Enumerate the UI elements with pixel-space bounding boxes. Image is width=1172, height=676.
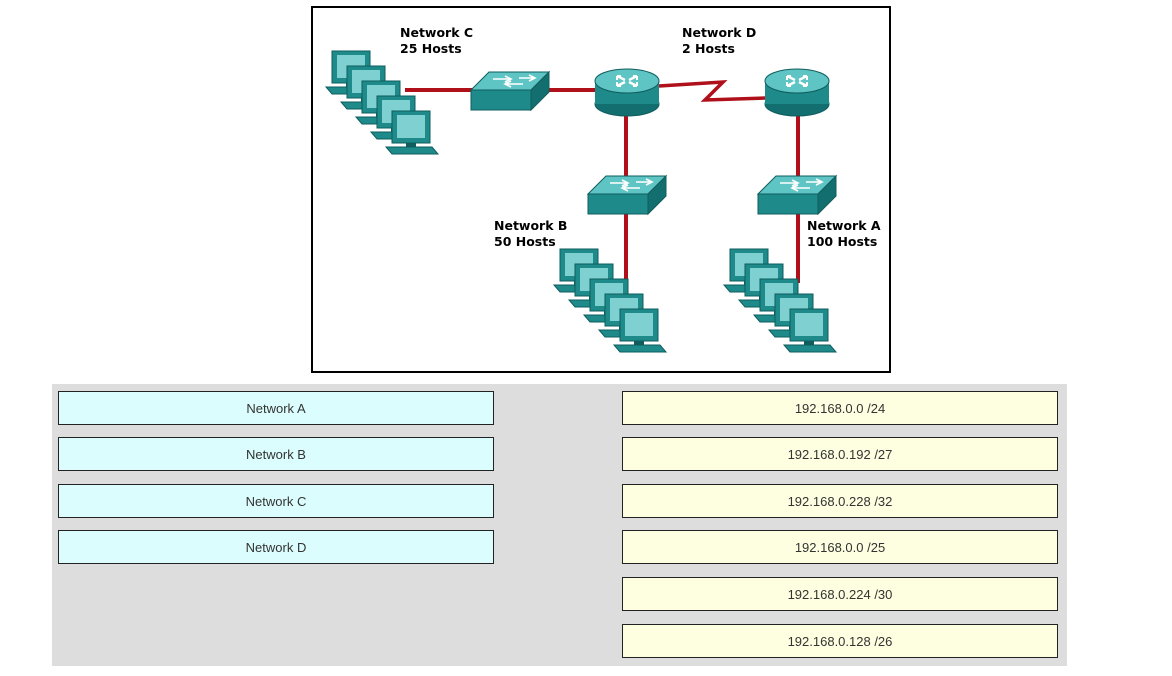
serial-link-icon xyxy=(658,79,766,102)
ethernet-links xyxy=(405,88,800,283)
network-name: Network D xyxy=(682,25,757,40)
network-a-label: Network A 100 Hosts xyxy=(807,218,881,250)
network-name: Network A xyxy=(807,218,881,233)
subnet-option[interactable]: 192.168.0.228 /32 xyxy=(622,484,1058,518)
switch-icon xyxy=(757,175,837,215)
network-a-item[interactable]: Network A xyxy=(58,391,494,425)
network-hosts: 50 Hosts xyxy=(494,234,556,249)
pc-stack-icon xyxy=(325,50,439,155)
network-hosts: 2 Hosts xyxy=(682,41,735,56)
network-d-label: Network D 2 Hosts xyxy=(682,25,756,57)
network-name: Network B xyxy=(494,218,568,233)
network-hosts: 100 Hosts xyxy=(807,234,878,249)
subnet-option[interactable]: 192.168.0.0 /25 xyxy=(622,530,1058,564)
pc-stack-icon xyxy=(723,248,837,353)
drag-drop-area: Network A Network B Network C Network D … xyxy=(52,384,1067,666)
switch-icon xyxy=(470,71,550,111)
pc-stack-icon xyxy=(553,248,667,353)
switch-icon xyxy=(587,175,667,215)
network-c-label: Network C 25 Hosts xyxy=(400,25,473,57)
network-name: Network C xyxy=(400,25,474,40)
router-icon xyxy=(763,67,831,118)
network-c-item[interactable]: Network C xyxy=(58,484,494,518)
subnet-option[interactable]: 192.168.0.224 /30 xyxy=(622,577,1058,611)
network-d-item[interactable]: Network D xyxy=(58,530,494,564)
subnet-option[interactable]: 192.168.0.192 /27 xyxy=(622,437,1058,471)
router-icon xyxy=(593,67,661,118)
network-topology-diagram: Network C 25 Hosts Network D 2 Hosts Net… xyxy=(311,6,891,373)
network-b-item[interactable]: Network B xyxy=(58,437,494,471)
subnet-option[interactable]: 192.168.0.128 /26 xyxy=(622,624,1058,658)
subnet-option[interactable]: 192.168.0.0 /24 xyxy=(622,391,1058,425)
network-b-label: Network B 50 Hosts xyxy=(494,218,567,250)
network-hosts: 25 Hosts xyxy=(400,41,462,56)
topology-svg xyxy=(325,50,837,353)
